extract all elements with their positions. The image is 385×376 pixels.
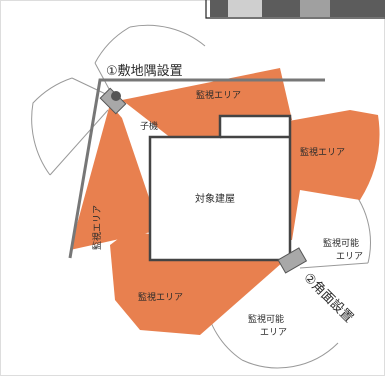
camera1-device	[99, 87, 127, 115]
camera2-body	[277, 247, 308, 274]
range-arc-bottom-right	[241, 342, 339, 369]
label-possible-right-line2: エリア	[336, 252, 363, 262]
label-building: 対象建屋	[195, 192, 235, 205]
site-boundary	[68, 78, 325, 259]
boundary-wall	[68, 78, 325, 259]
label-zone-left-vertical: 監視エリア	[91, 205, 103, 250]
label-zone-bottom-left: 監視エリア	[138, 291, 183, 303]
camera2-device	[277, 247, 308, 274]
photo-highlight-left	[228, 0, 262, 17]
camera1-lens	[111, 91, 121, 101]
camera1-outline-range	[31, 24, 206, 176]
photo-border	[205, 0, 385, 19]
label-corner-install: ①敷地隅設置	[106, 63, 183, 79]
coverage-left	[70, 104, 160, 250]
label-possible-bottom-line2: エリア	[260, 328, 287, 338]
target-building	[148, 114, 292, 262]
range-edge-right	[299, 262, 369, 269]
range-arc-left	[31, 77, 73, 176]
corner-photo	[205, 0, 385, 19]
label-zone-top: 監視エリア	[196, 89, 241, 101]
range-arc-top	[94, 26, 131, 64]
label-possible-bottom-line1: 監視可能	[248, 313, 284, 325]
photo-highlight-right	[300, 0, 330, 17]
label-wall-install: ②角面設置	[300, 270, 356, 326]
label-zone-right: 監視エリア	[300, 146, 345, 158]
range-edge-lower	[49, 109, 109, 176]
range-arc-top-right	[129, 24, 206, 47]
label-sub-unit: 子機	[140, 120, 158, 132]
label-possible-right-line1: 監視可能	[323, 237, 359, 249]
